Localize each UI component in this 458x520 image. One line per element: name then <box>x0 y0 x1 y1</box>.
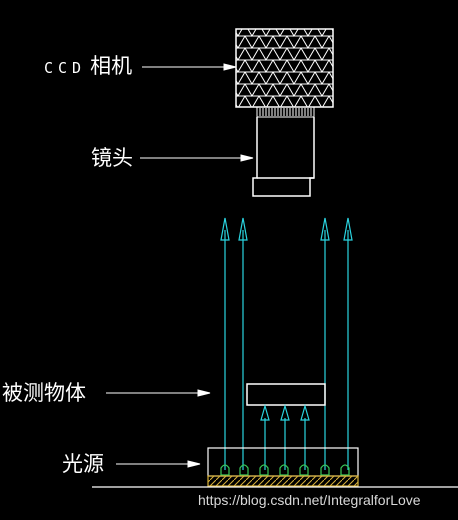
camera-connector <box>256 106 315 118</box>
light-source <box>207 447 359 487</box>
ray-arrowhead <box>220 217 230 241</box>
leader-arrow-source <box>116 460 201 468</box>
label-ccd-cjk: 相机 <box>90 54 133 78</box>
led-array <box>220 464 350 476</box>
led <box>320 464 330 476</box>
leader-arrow-lens <box>140 154 254 162</box>
ray-arrowhead <box>320 217 330 241</box>
label-lens: 镜头 <box>91 146 133 170</box>
light-rays-to-lens <box>220 217 353 470</box>
ray-arrowhead <box>280 403 290 421</box>
label-ccd-latin: CCD <box>44 59 87 77</box>
camera-body <box>235 28 334 108</box>
led <box>340 464 350 476</box>
label-light-source: 光源 <box>62 452 104 476</box>
leader-arrow-object <box>106 389 211 397</box>
led <box>279 464 289 476</box>
led <box>259 464 269 476</box>
led <box>239 464 249 476</box>
ray-arrowhead <box>238 217 248 241</box>
label-object-under-test: 被测物体 <box>2 381 86 405</box>
ccd-camera <box>235 28 334 118</box>
lens <box>252 117 315 197</box>
led <box>220 464 230 476</box>
ray-arrowhead <box>300 403 310 421</box>
leader-arrow-camera <box>142 63 237 71</box>
object-under-test <box>246 383 326 406</box>
ray-arrowhead <box>260 403 270 421</box>
watermark-url: https://blog.csdn.net/IntegralforLove <box>198 492 421 508</box>
light-source-housing <box>207 447 359 477</box>
label-leaders <box>106 63 254 468</box>
light-source-base <box>207 475 359 487</box>
light-rays-to-object <box>260 403 310 470</box>
ray-arrowhead <box>343 217 353 241</box>
led <box>299 464 309 476</box>
